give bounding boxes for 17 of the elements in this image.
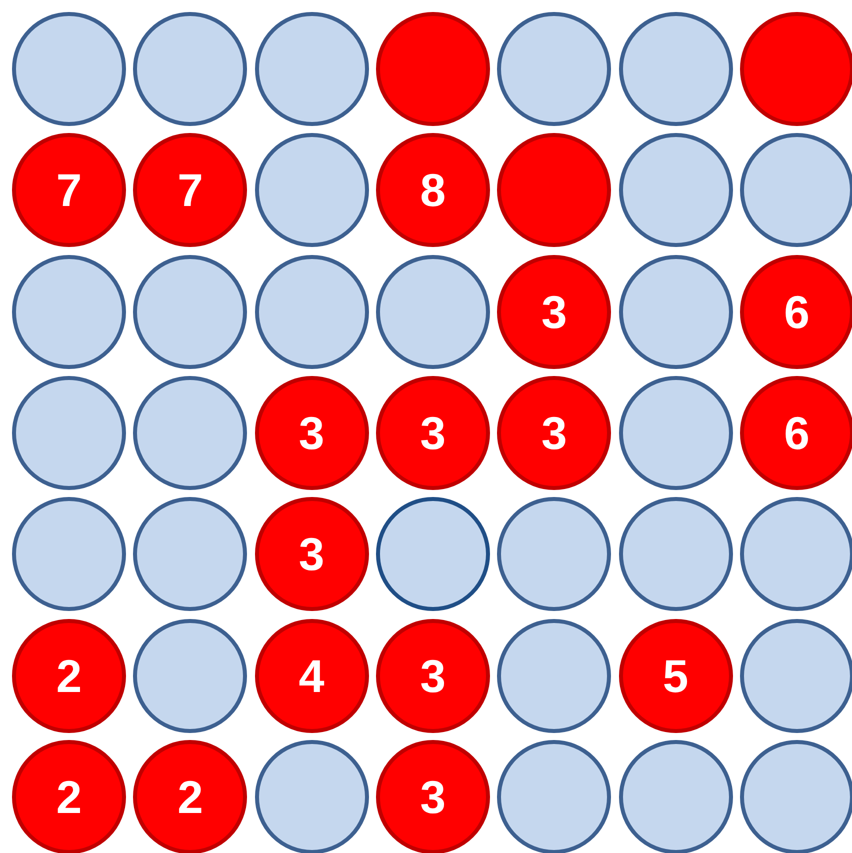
number-label: 3 — [420, 652, 446, 698]
number-label: 2 — [56, 774, 82, 820]
number-label: 7 — [56, 167, 82, 214]
number-label: 3 — [420, 410, 446, 456]
number-label: 8 — [420, 167, 446, 214]
number-label: 4 — [298, 652, 324, 698]
number-label: 5 — [662, 652, 688, 698]
number-label: 2 — [56, 652, 82, 698]
number-label: 3 — [541, 288, 567, 335]
number-label: 2 — [178, 774, 204, 820]
number-label: 3 — [420, 774, 446, 820]
number-label: 3 — [298, 410, 324, 456]
number-label: 3 — [298, 531, 324, 578]
number-label: 3 — [541, 410, 567, 456]
number-label: 6 — [784, 288, 810, 335]
number-label: 7 — [178, 167, 204, 214]
number-label: 6 — [784, 410, 810, 456]
